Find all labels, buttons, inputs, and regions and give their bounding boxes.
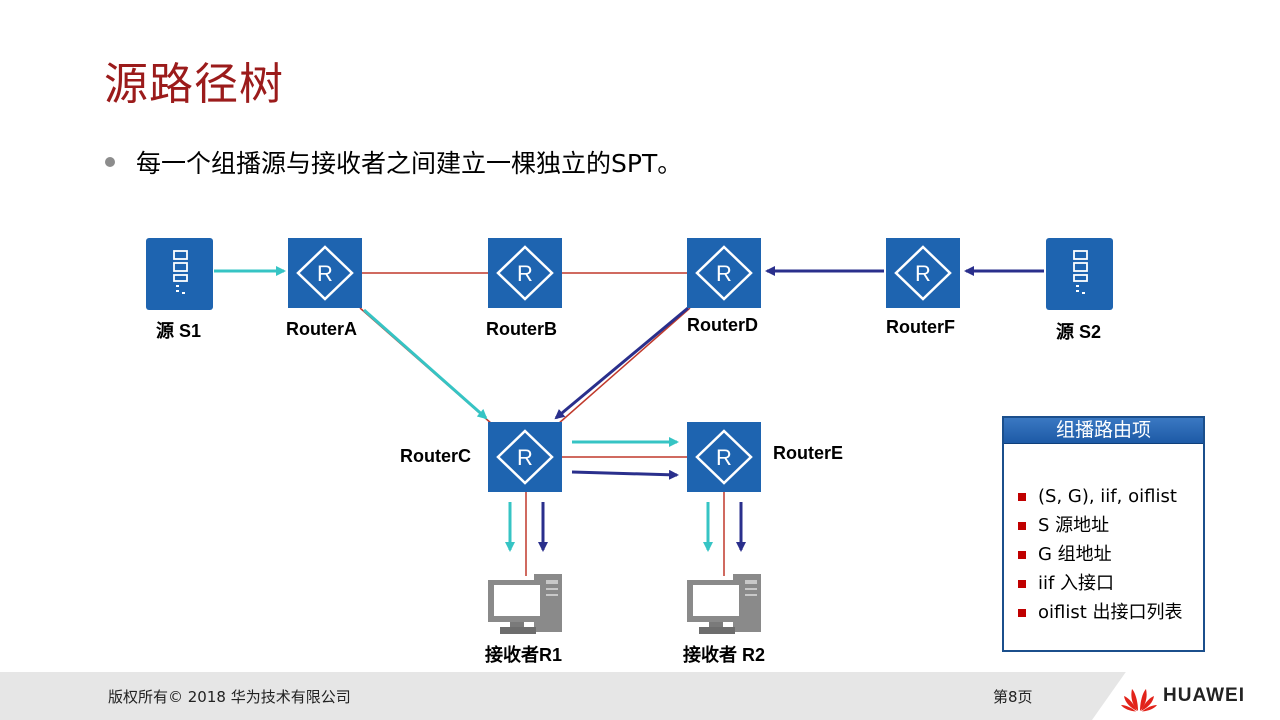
slide-title: 源路径树 [104,59,284,110]
page-number: 第8页 [993,688,1033,706]
router-b-icon: R [486,236,564,310]
label-source-s2: 源 S2 [1056,322,1102,342]
label-router-f: RouterF [886,317,955,337]
svg-text:R: R [915,261,931,286]
label-router-a: RouterA [286,319,357,339]
huawei-logo-icon [1121,689,1157,712]
bullet-icon [105,157,115,167]
label-router-c: RouterC [400,446,471,466]
svg-text:R: R [517,445,533,470]
legend-item: iif 入接口 [1018,569,1183,598]
label-source-s1: 源 S1 [156,321,202,341]
footer-logo-panel [1092,672,1280,720]
receiver-r1-pc-icon [488,574,562,634]
label-receiver-r2: 接收者 R2 [683,645,766,665]
flow-c-to-e-s2 [571,469,679,480]
copyright-text: 版权所有© 2018 华为技术有限公司 [108,688,351,706]
link-d-c [557,307,691,425]
flow-d-to-c [554,306,689,420]
legend-item: oiflist 出接口列表 [1018,598,1183,627]
label-router-d: RouterD [687,315,758,335]
svg-text:R: R [517,261,533,286]
svg-text:R: R [716,445,732,470]
receiver-r2-pc-icon [687,574,761,634]
svg-text:R: R [317,261,333,286]
router-d-icon: R [685,236,763,310]
label-router-e: RouterE [773,443,844,463]
router-e-icon: R [685,420,763,494]
footer-bar [0,672,1280,720]
multicast-route-entry-legend: 组播路由项 (S, G), iif, oiflist S 源地址 G 组地址 i… [1002,416,1205,652]
flow-arrows [214,266,1044,552]
legend-item: S 源地址 [1018,511,1183,540]
legend-title: 组播路由项 [1004,418,1203,444]
source-s2-icon [1045,237,1114,311]
legend-list: (S, G), iif, oiflist S 源地址 G 组地址 iif 入接口… [1018,482,1183,627]
brand-name: HUAWEI [1163,685,1245,706]
legend-item: G 组地址 [1018,540,1183,569]
router-c-icon: R [486,420,564,494]
bullet-text: 每一个组播源与接收者之间建立一棵独立的SPT。 [136,149,683,178]
label-router-b: RouterB [486,319,557,339]
svg-text:R: R [716,261,732,286]
flow-a-to-c [363,308,488,420]
source-s1-icon [145,237,214,311]
label-receiver-r1: 接收者R1 [485,645,563,665]
router-f-icon: R [884,236,962,310]
router-a-icon: R [286,236,364,310]
legend-item: (S, G), iif, oiflist [1018,482,1183,511]
